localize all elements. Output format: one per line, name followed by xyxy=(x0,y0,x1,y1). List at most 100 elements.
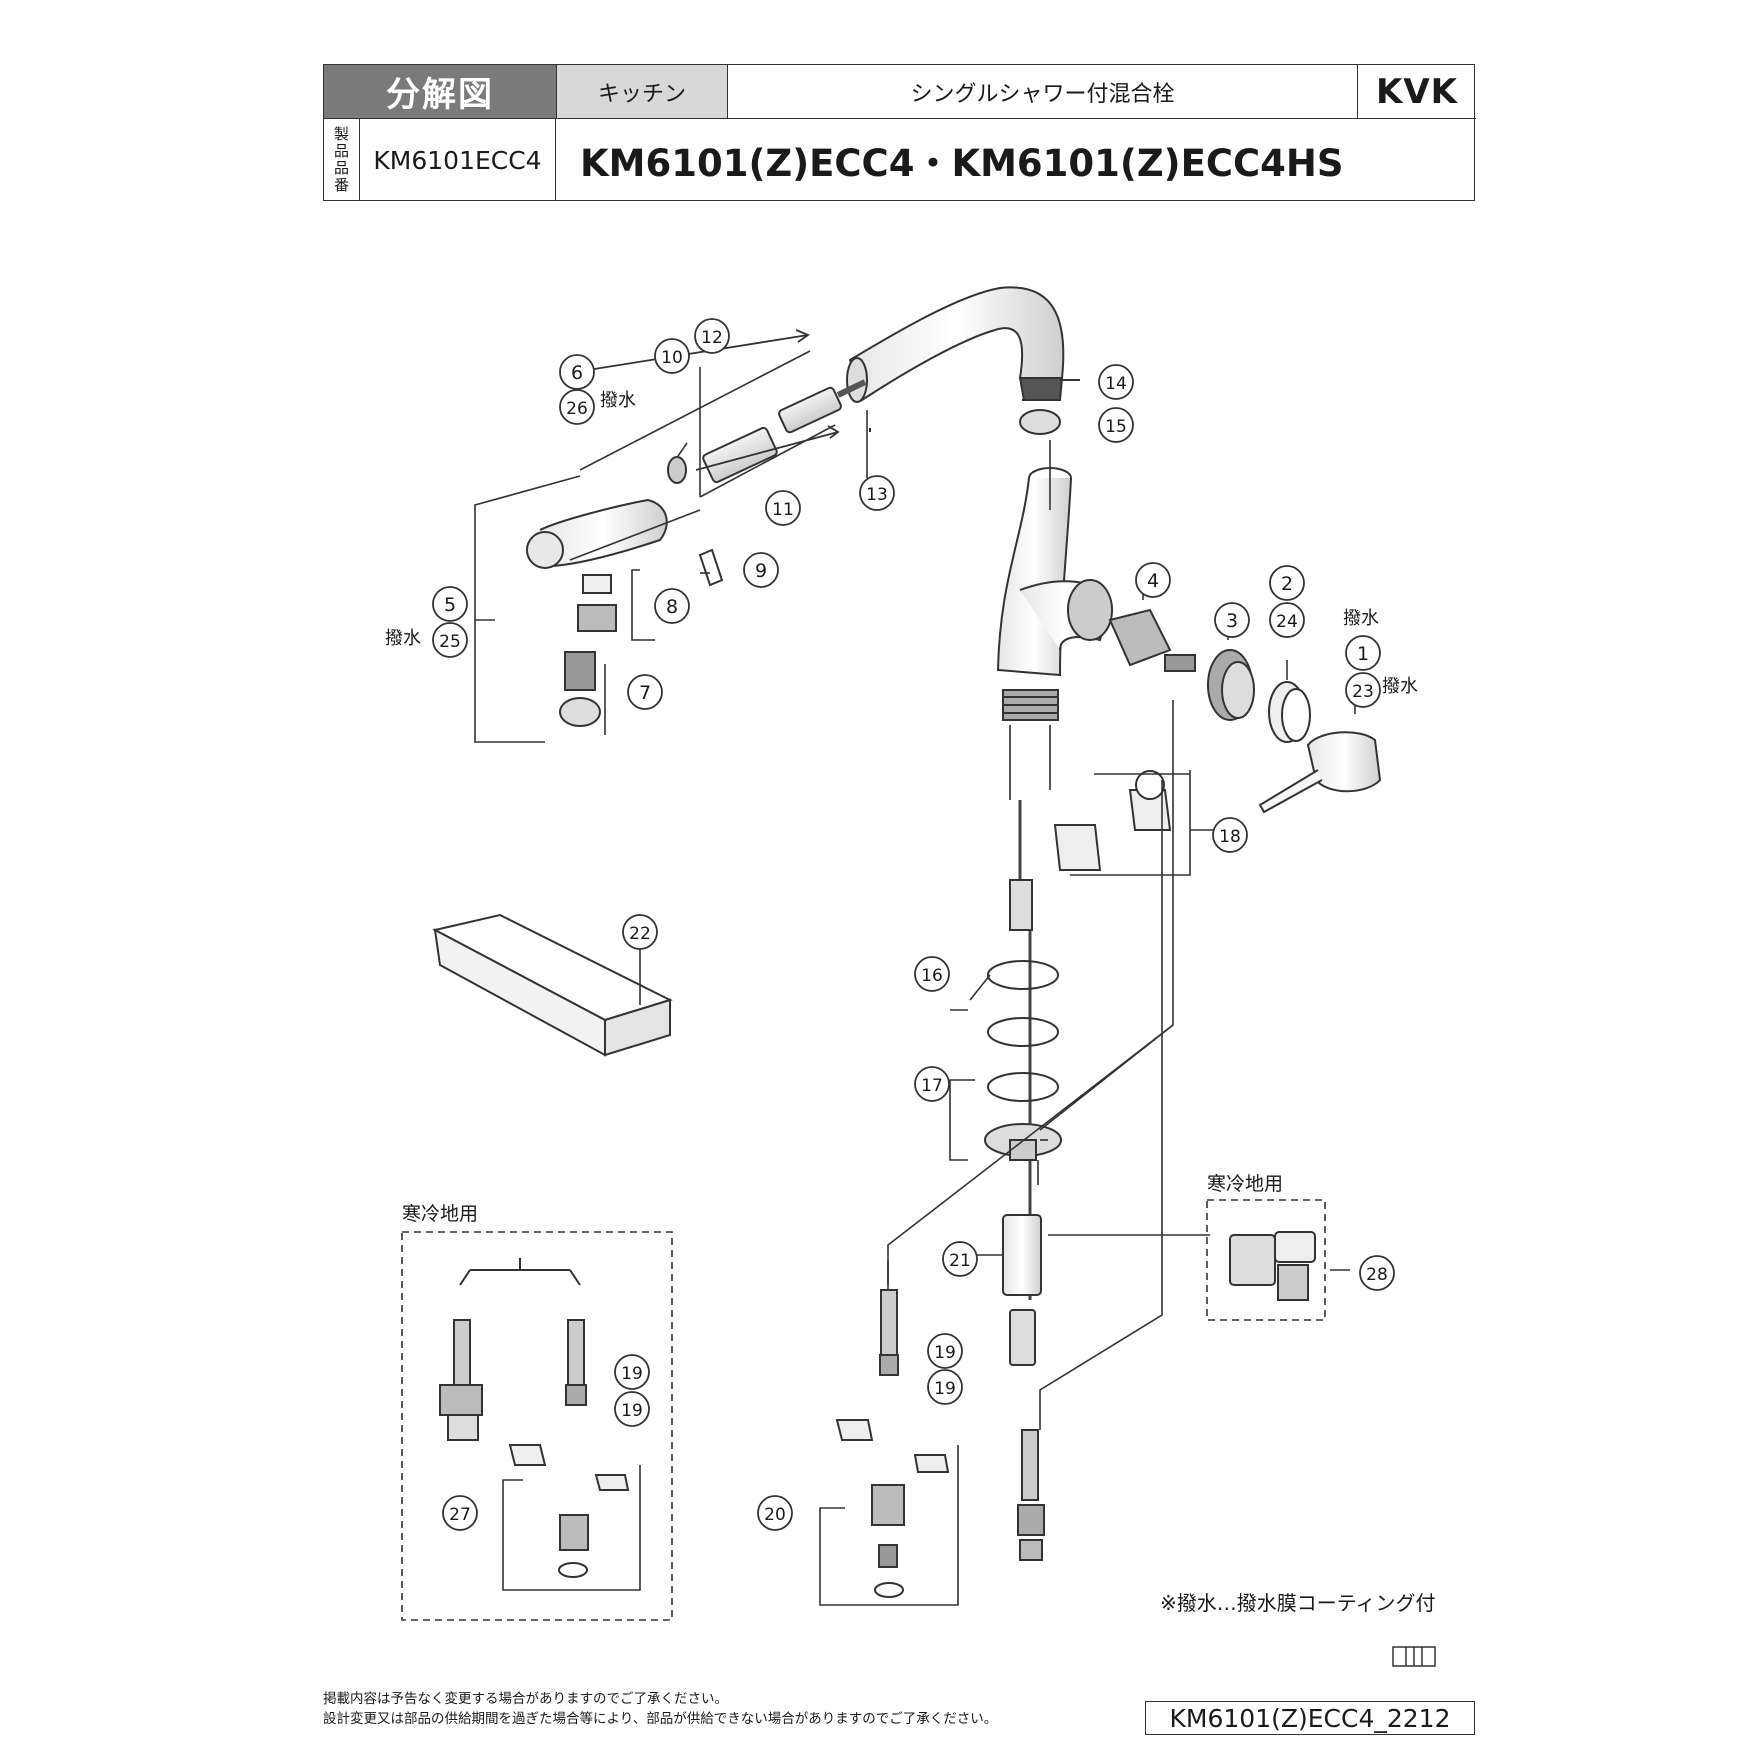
callout-c14: 14 xyxy=(1098,364,1134,400)
water-repellent-label-24: 撥水 xyxy=(1343,608,1379,629)
callout-number: 14 xyxy=(1105,374,1127,394)
washers xyxy=(984,960,1062,1161)
callout-c12: 12 xyxy=(694,318,730,354)
callout-number: 19 xyxy=(934,1343,956,1363)
callout-c19b: 19 xyxy=(927,1369,963,1405)
callout-c19c: 19 xyxy=(614,1354,650,1390)
callout-c7: 7 xyxy=(627,674,663,710)
callout-number: 9 xyxy=(755,560,767,582)
callout-c17: 17 xyxy=(914,1066,950,1102)
callout-number: 5 xyxy=(444,594,456,616)
book-icon xyxy=(1392,1646,1436,1667)
cold-region-valve xyxy=(1229,1231,1316,1301)
callout-number: 3 xyxy=(1226,610,1238,632)
shower-head xyxy=(526,498,668,569)
product-type-label: シングルシャワー付混合栓 xyxy=(727,65,1357,118)
callout-circle xyxy=(1098,407,1134,443)
header-table: 分解図 キッチン シングルシャワー付混合栓 KVK 製品品番 KM6101ECC… xyxy=(323,64,1476,203)
callout-number: 10 xyxy=(661,348,683,368)
callout-circle xyxy=(442,1495,478,1531)
callout-circle xyxy=(757,1495,793,1531)
callout-circle xyxy=(859,475,895,511)
callout-circle xyxy=(1269,565,1305,601)
callout-c20: 20 xyxy=(757,1495,793,1531)
arrows xyxy=(587,329,840,471)
cold-region-hoses-left xyxy=(439,1258,630,1578)
callout-c11: 11 xyxy=(765,490,801,526)
callout-circle xyxy=(1345,635,1381,671)
callout-c6: 6 xyxy=(559,354,595,390)
callout-number: 15 xyxy=(1105,417,1127,437)
callout-number: 19 xyxy=(934,1379,956,1399)
callout-circle xyxy=(1269,602,1305,638)
callout-circle xyxy=(432,586,468,622)
water-repellent-label-23: 撥水 xyxy=(1382,676,1418,697)
callout-number: 13 xyxy=(866,485,888,505)
callout-number: 1 xyxy=(1357,643,1369,665)
callout-c1: 1 xyxy=(1345,635,1381,671)
callout-c3: 3 xyxy=(1214,602,1250,638)
callout-circle xyxy=(927,1369,963,1405)
callout-number: 28 xyxy=(1366,1265,1388,1285)
callout-c18: 18 xyxy=(1212,817,1248,853)
cap xyxy=(1268,681,1311,743)
callout-circle xyxy=(694,318,730,354)
footer-disclaimer: 掲載内容は予告なく変更する場合がありますのでご了承ください。 設計変更又は部品の… xyxy=(323,1689,997,1729)
callout-c10: 10 xyxy=(654,338,690,374)
tray xyxy=(432,913,673,1057)
cold-region-label-left: 寒冷地用 xyxy=(402,1203,478,1225)
callout-circle xyxy=(914,956,950,992)
callout-number: 16 xyxy=(921,966,943,986)
callout-circle xyxy=(559,389,595,425)
callout-circle xyxy=(1214,602,1250,638)
hose xyxy=(1009,800,1033,1300)
callout-circle xyxy=(614,1354,650,1390)
callout-circle xyxy=(654,338,690,374)
category-label: キッチン xyxy=(556,65,727,118)
callout-number: 21 xyxy=(949,1251,971,1271)
screw-and-ring xyxy=(869,379,1080,435)
product-number-label: 製品品番 xyxy=(324,119,360,201)
callout-number: 18 xyxy=(1219,827,1241,847)
diagram-title: 分解図 xyxy=(324,65,556,118)
callout-number: 17 xyxy=(921,1076,943,1096)
strainer-parts xyxy=(559,574,617,727)
callout-circle xyxy=(942,1241,978,1277)
callout-c26: 26 xyxy=(559,389,595,425)
footer-line-2: 設計変更又は部品の供給期間を過ぎた場合等により、部品が供給できない場合があります… xyxy=(323,1711,998,1727)
nut xyxy=(1207,649,1255,721)
cold-region-label-right: 寒冷地用 xyxy=(1207,1173,1283,1195)
callout-circle xyxy=(1212,817,1248,853)
leader-lines xyxy=(401,350,1356,1621)
brand-logo: KVK xyxy=(1357,65,1476,118)
hose-clips xyxy=(1053,770,1172,871)
footer-line-1: 掲載内容は予告なく変更する場合がありますのでご了承ください。 xyxy=(323,1691,728,1707)
callout-number: 23 xyxy=(1352,682,1374,702)
clip xyxy=(698,548,724,587)
callout-c27: 27 xyxy=(442,1495,478,1531)
callout-number: 22 xyxy=(629,924,651,944)
callout-number: 2 xyxy=(1281,573,1293,595)
callout-circle xyxy=(743,552,779,588)
lever-handle xyxy=(1258,731,1382,814)
callout-circle xyxy=(765,490,801,526)
callout-circle xyxy=(627,674,663,710)
callout-number: 8 xyxy=(666,596,678,618)
callout-c23: 23 xyxy=(1345,672,1381,708)
callout-number: 25 xyxy=(439,632,461,652)
callout-number: 6 xyxy=(571,362,583,384)
product-code: KM6101ECC4 xyxy=(360,119,556,201)
callout-number: 19 xyxy=(621,1364,643,1384)
spout-body xyxy=(846,286,1065,403)
callout-c5: 5 xyxy=(432,586,468,622)
packing xyxy=(667,456,687,484)
callout-c21: 21 xyxy=(942,1241,978,1277)
header-row-models: 製品品番 KM6101ECC4 KM6101(Z)ECC4・KM6101(Z)E… xyxy=(324,118,1476,203)
callout-number: 24 xyxy=(1276,612,1298,632)
water-repellent-note: ※撥水…撥水膜コーティング付 xyxy=(1160,1591,1436,1615)
callout-circle xyxy=(614,1391,650,1427)
supply-hose-right xyxy=(1017,1429,1045,1561)
callout-c22: 22 xyxy=(622,914,658,950)
callout-number: 20 xyxy=(764,1505,786,1525)
callout-circle xyxy=(927,1333,963,1369)
